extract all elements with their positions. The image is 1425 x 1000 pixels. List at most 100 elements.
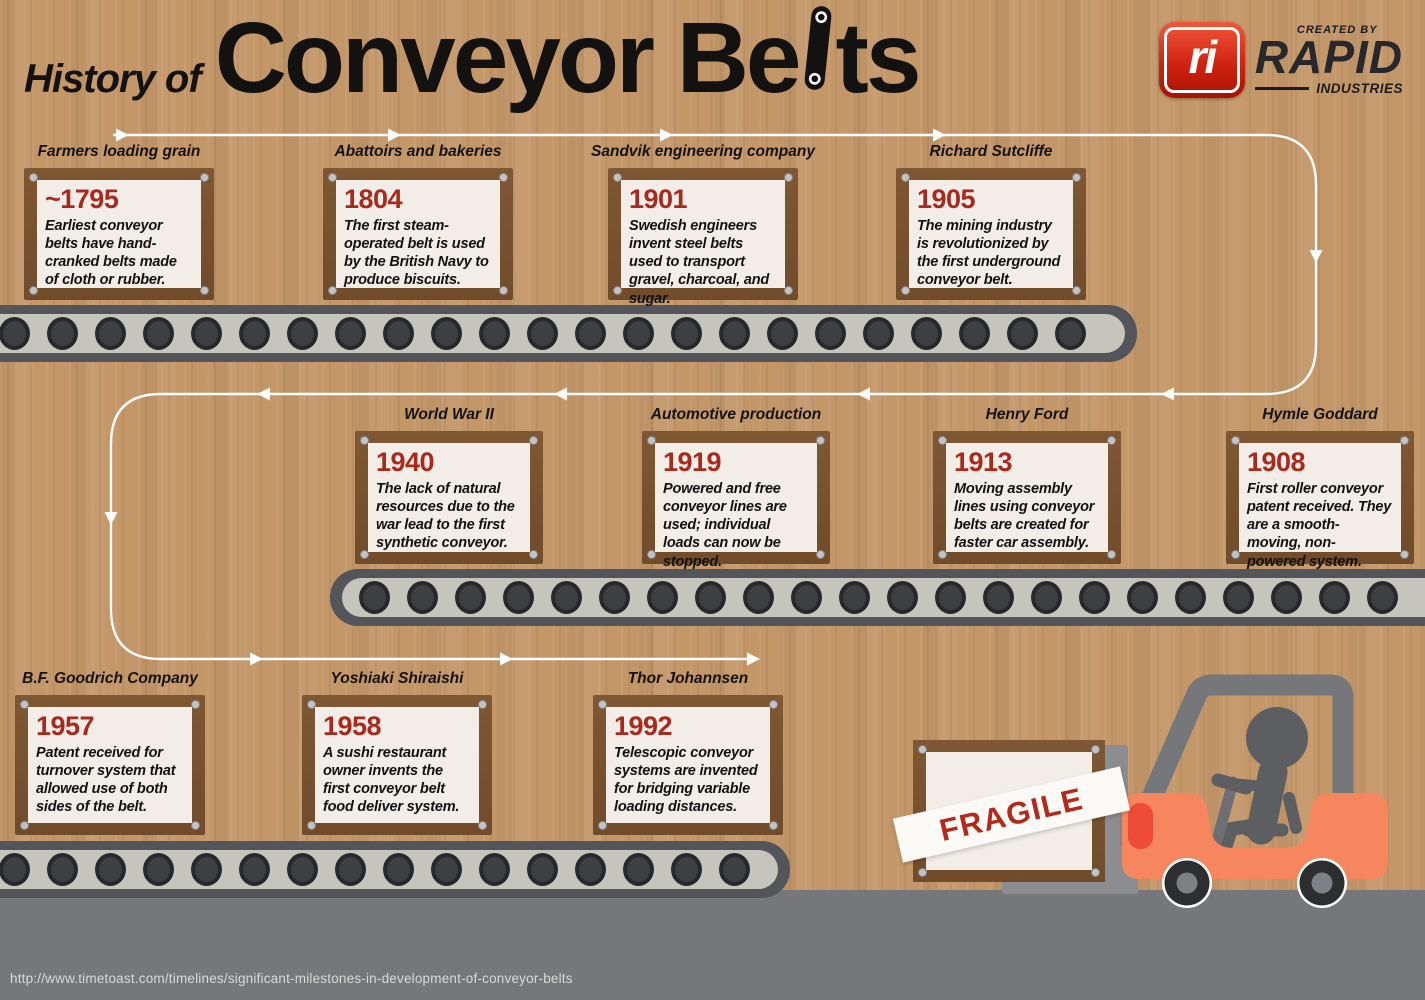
belt-roller xyxy=(934,581,966,614)
corner-nail-icon xyxy=(1091,868,1100,877)
belt-roller xyxy=(526,853,558,886)
floor xyxy=(0,890,1425,1000)
belt-roller xyxy=(958,317,990,350)
belt-roller xyxy=(718,317,750,350)
belt-roller xyxy=(910,317,942,350)
belt-roller xyxy=(1366,581,1398,614)
belt-roller xyxy=(1054,317,1086,350)
corner-nail-icon xyxy=(478,821,487,830)
corner-nail-icon xyxy=(307,821,316,830)
belt-roller xyxy=(646,581,678,614)
card-year: 1957 xyxy=(36,711,95,741)
card-title: Richard Sutcliffe xyxy=(929,143,1053,160)
belt-roller xyxy=(1318,581,1350,614)
corner-nail-icon xyxy=(784,173,793,182)
belt-roller xyxy=(622,317,654,350)
corner-nail-icon xyxy=(1400,550,1409,559)
belt-roller xyxy=(0,853,30,886)
belt-roller xyxy=(0,317,30,350)
seat-back xyxy=(1283,792,1302,834)
title-main-right: ts xyxy=(835,2,922,114)
card-text: The lack of natural resources due to the… xyxy=(376,480,515,552)
corner-nail-icon xyxy=(769,700,778,709)
corner-nail-icon xyxy=(901,173,910,182)
corner-nail-icon xyxy=(938,436,947,445)
corner-nail-icon xyxy=(613,286,622,295)
belt-roller xyxy=(814,317,846,350)
belt-roller xyxy=(430,853,462,886)
card-title: Thor Johannsen xyxy=(627,670,749,687)
belt-roller xyxy=(142,317,174,350)
card-year: 1940 xyxy=(376,447,435,477)
conveyor-belt-2 xyxy=(330,569,1425,626)
card-text: A sushi restaurant owner invents the fir… xyxy=(323,744,460,816)
belt-roller xyxy=(1006,317,1038,350)
belt-roller xyxy=(526,317,558,350)
corner-nail-icon xyxy=(1091,745,1100,754)
corner-nail-icon xyxy=(29,286,38,295)
corner-nail-icon xyxy=(1107,436,1116,445)
corner-nail-icon xyxy=(20,821,29,830)
belt-roller xyxy=(982,581,1014,614)
belt-roller xyxy=(94,317,126,350)
page-title: History of Conveyor Be ts xyxy=(24,2,922,114)
card-year: 1901 xyxy=(629,184,688,214)
belt-roller xyxy=(694,581,726,614)
title-prefix: History of xyxy=(24,57,202,101)
card-year: 1905 xyxy=(917,184,976,214)
belt-roller xyxy=(406,581,438,614)
card-title: World War II xyxy=(404,406,494,423)
corner-nail-icon xyxy=(1107,550,1116,559)
corner-nail-icon xyxy=(191,821,200,830)
belt-roller xyxy=(766,317,798,350)
conveyor-belt-1 xyxy=(0,305,1137,362)
card-title: Hymle Goddard xyxy=(1262,406,1378,423)
belt-roller xyxy=(718,853,750,886)
card-year: 1919 xyxy=(663,447,722,477)
card-text: Patent received for turnover system that… xyxy=(36,744,176,816)
corner-nail-icon xyxy=(1072,173,1081,182)
steering-column xyxy=(1208,776,1239,858)
driver-arm xyxy=(1231,778,1275,793)
logo-brand: RAPID xyxy=(1254,30,1403,83)
corner-nail-icon xyxy=(918,868,927,877)
card-text: The first steam-operated belt is used by… xyxy=(344,217,489,289)
belt-roller xyxy=(46,317,78,350)
corner-nail-icon xyxy=(529,436,538,445)
card-text: Moving assembly lines using conveyor bel… xyxy=(954,480,1095,552)
conveyor-belt-3 xyxy=(0,841,790,898)
belt-roller xyxy=(46,853,78,886)
belt-roller xyxy=(742,581,774,614)
belt-roller xyxy=(190,853,222,886)
card-title: Farmers loading grain xyxy=(37,143,201,160)
belt-roller xyxy=(886,581,918,614)
logo-created-by: CREATED BY xyxy=(1296,23,1378,36)
card-year: 1913 xyxy=(954,447,1013,477)
forklift-body xyxy=(1122,793,1388,879)
corner-nail-icon xyxy=(647,436,656,445)
corner-nail-icon xyxy=(816,436,825,445)
belt-roller xyxy=(622,853,654,886)
chain-link-icon xyxy=(804,6,831,90)
card-text: Earliest conveyor belts have hand-cranke… xyxy=(45,217,177,289)
corner-nail-icon xyxy=(598,700,607,709)
logo-divider xyxy=(1254,87,1310,91)
corner-nail-icon xyxy=(499,173,508,182)
belt-roller xyxy=(1174,581,1206,614)
belt-roller xyxy=(1030,581,1062,614)
fork-arm xyxy=(1120,808,1168,846)
belt-roller xyxy=(238,853,270,886)
corner-nail-icon xyxy=(29,173,38,182)
